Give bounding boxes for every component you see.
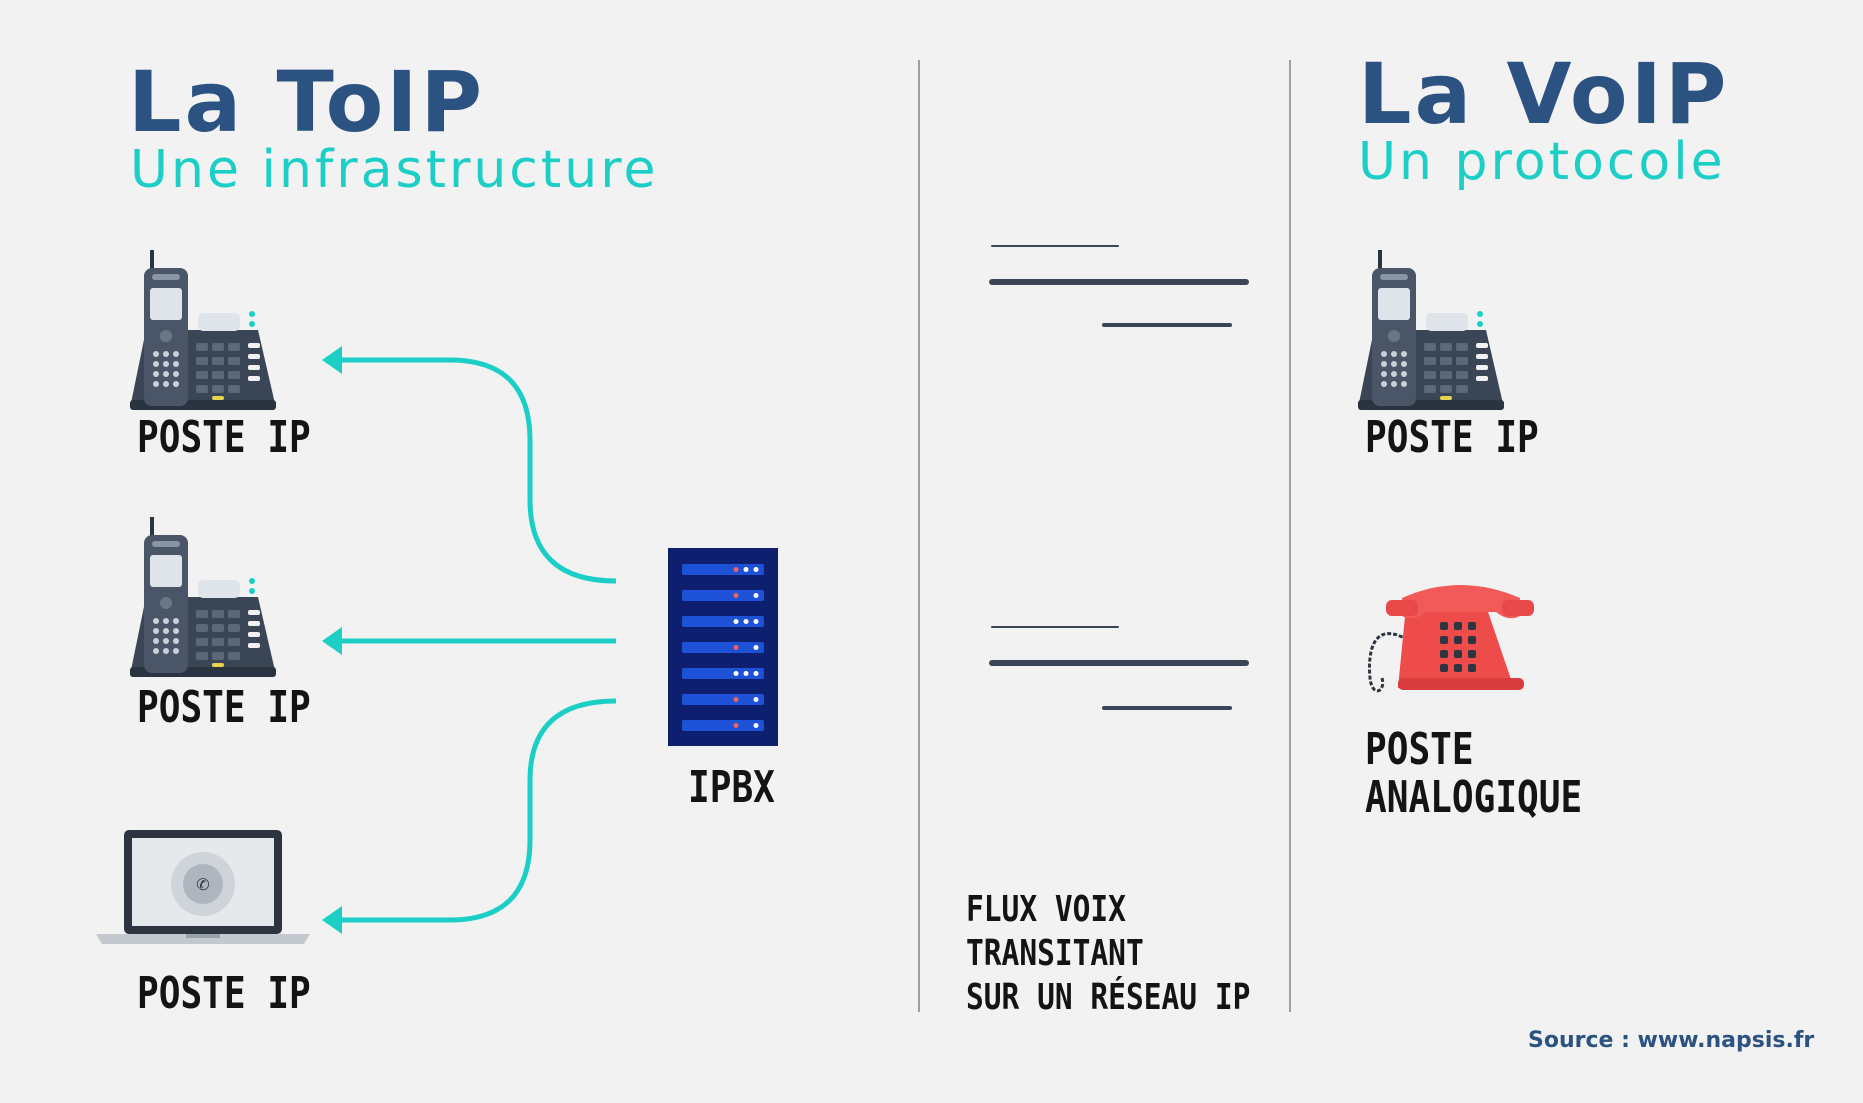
- voip-subtitle: Un protocole: [1358, 132, 1726, 192]
- arrow-to-laptop: [338, 698, 617, 923]
- voip-device-label: POSTE IP: [1365, 412, 1539, 463]
- analog-phone-icon: [1367, 585, 1534, 693]
- desk-ip-phone-icon: [130, 250, 276, 410]
- divider-left: [918, 60, 920, 1012]
- toip-device-label: POSTE IP: [137, 682, 311, 733]
- arrow-to-phone-1: [338, 357, 617, 584]
- server-rack-icon: [668, 548, 778, 746]
- arrowhead-3: [322, 906, 342, 934]
- toip-title: La ToIP: [128, 53, 486, 151]
- flux-text-line-2: TRANSITANT: [966, 933, 1144, 974]
- ipbx-label: IPBX: [688, 762, 775, 813]
- arrowhead-2: [322, 627, 342, 655]
- voip-analog-label-line-1: POSTE: [1365, 724, 1474, 775]
- voice-flow-lines-top: [989, 245, 1249, 327]
- toip-device-label: POSTE IP: [137, 412, 311, 463]
- divider-right: [1289, 60, 1291, 1012]
- laptop-softphone-icon: ✆: [96, 830, 310, 944]
- flux-text-line-1: FLUX VOIX: [966, 889, 1126, 930]
- source-credit: Source : www.napsis.fr: [1528, 1028, 1815, 1053]
- arrowhead-1: [322, 346, 342, 374]
- voip-analog-label-line-2: ANALOGIQUE: [1365, 772, 1583, 823]
- desk-ip-phone-icon: [1358, 250, 1504, 410]
- toip-device-label: POSTE IP: [137, 968, 311, 1019]
- voip-title: La VoIP: [1358, 45, 1730, 143]
- svg-text:✆: ✆: [196, 875, 209, 894]
- desk-ip-phone-icon: [130, 517, 276, 677]
- voice-flow-lines-bottom: [989, 626, 1249, 710]
- flux-text-line-3: SUR UN RÉSEAU IP: [966, 977, 1251, 1018]
- toip-subtitle: Une infrastructure: [130, 140, 659, 200]
